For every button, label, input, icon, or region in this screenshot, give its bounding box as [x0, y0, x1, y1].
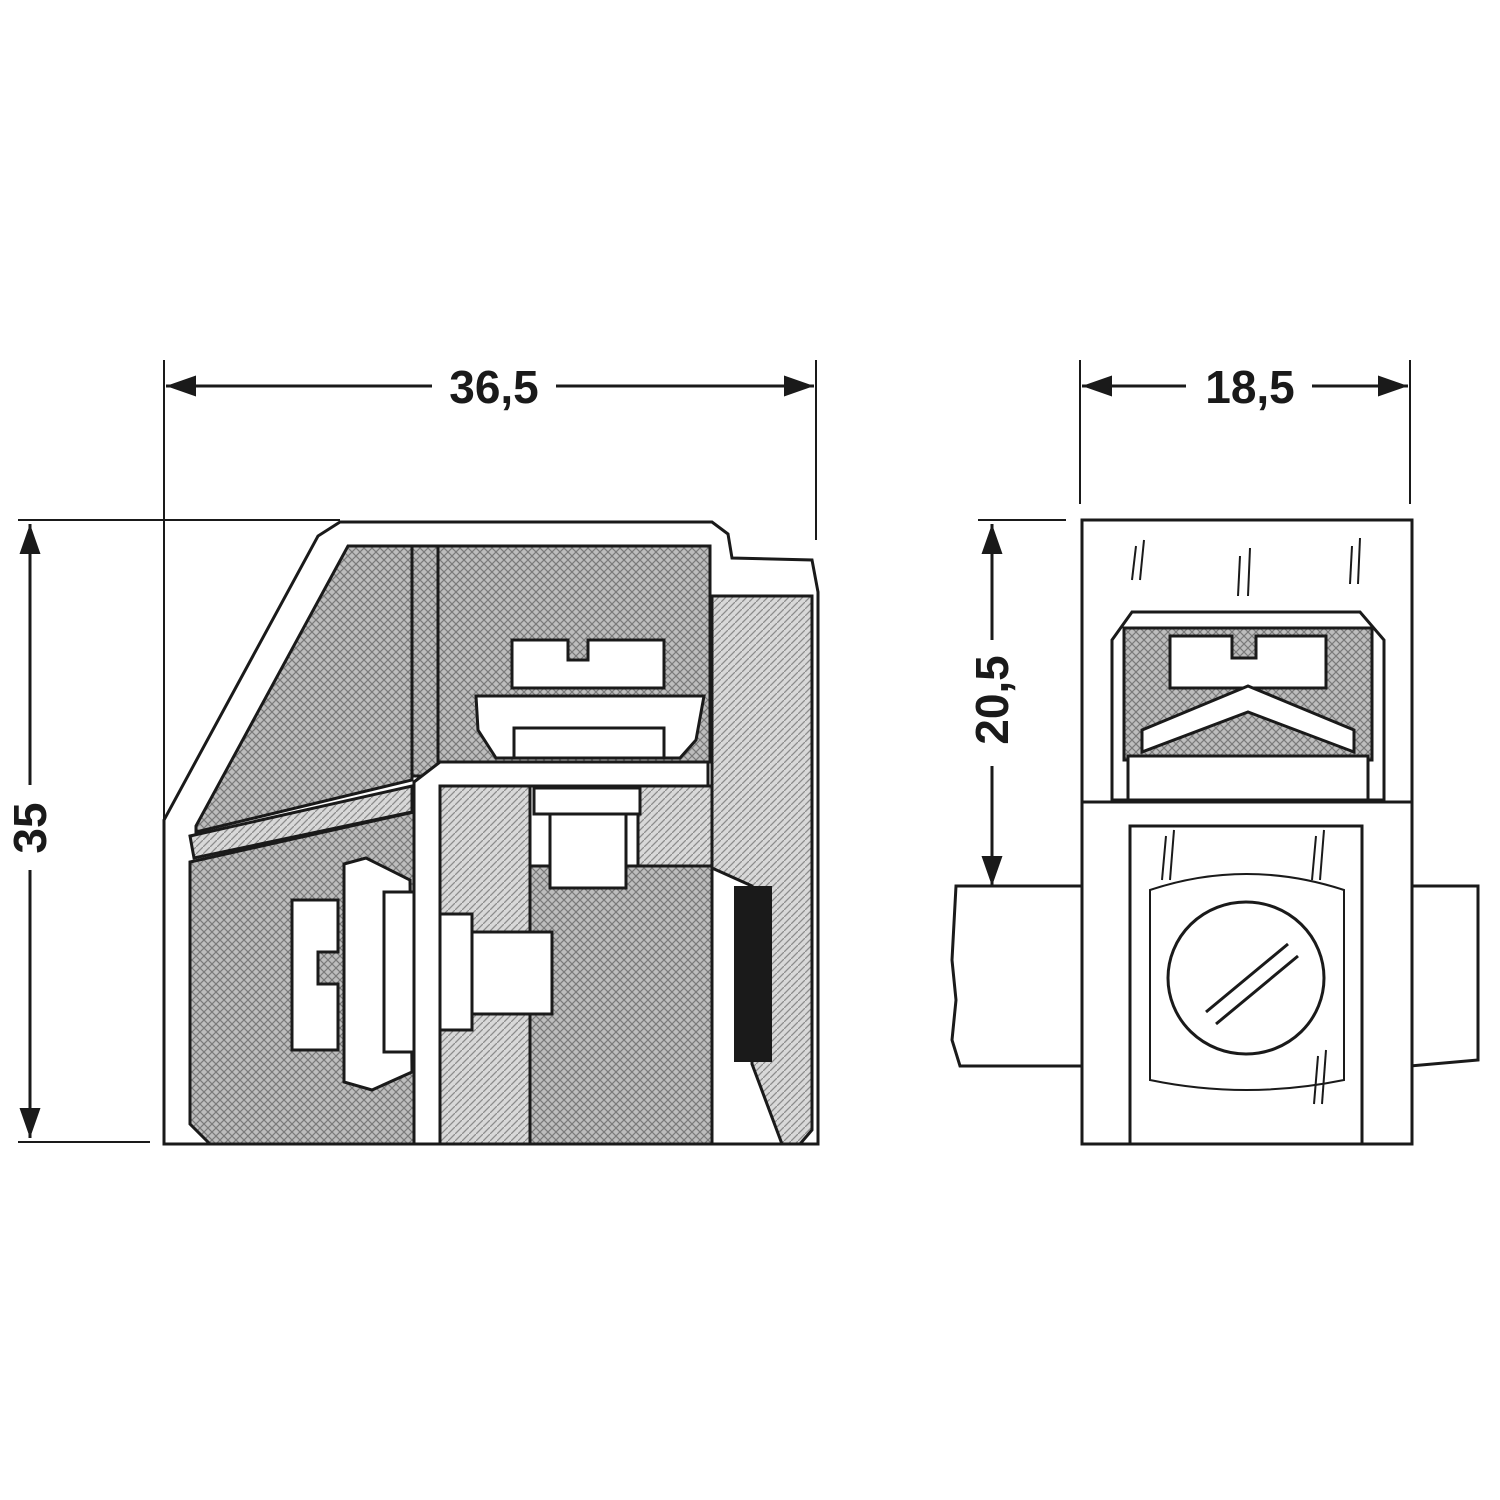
top-screw-nut: [532, 786, 642, 816]
top-clamp-plate: [512, 726, 666, 760]
screw-slot: [1215, 954, 1299, 1026]
side-clamp-plate: [382, 890, 416, 1054]
housing-divider: [410, 544, 440, 778]
din-rail-left: [950, 884, 1086, 1068]
side-screw-shaft: [470, 930, 554, 1016]
side-screw-head: [290, 898, 340, 1052]
black-insert: [734, 886, 772, 1062]
front-view: 18,5 20,5: [950, 360, 1480, 1146]
front-clamp-base: [1126, 754, 1370, 802]
dimension-label-height-side: 35: [4, 802, 56, 853]
conductor-rail: [412, 760, 710, 1146]
lower-screw-recess: [1149, 873, 1345, 1091]
screw-slot: [1205, 942, 1289, 1014]
din-rail-right: [1408, 884, 1480, 1068]
surface-marks: [1131, 537, 1361, 597]
housing-section-mid-right: [636, 784, 714, 868]
front-clamp: [1140, 684, 1356, 755]
dimension-label-height-front: 20,5: [966, 655, 1018, 745]
housing-section-lower-right: [528, 864, 714, 1146]
side-view: 36,5 35: [4, 360, 820, 1146]
front-screw-head: [1168, 634, 1328, 690]
side-screw-nut: [438, 912, 474, 1032]
top-screw-head: [510, 638, 666, 690]
dimension-label-width-side: 36,5: [449, 361, 539, 413]
surface-marks: [1161, 829, 1327, 1105]
top-screw-shaft: [548, 812, 628, 890]
dimension-label-width-front: 18,5: [1205, 361, 1295, 413]
housing-wall-right: [710, 594, 814, 1146]
